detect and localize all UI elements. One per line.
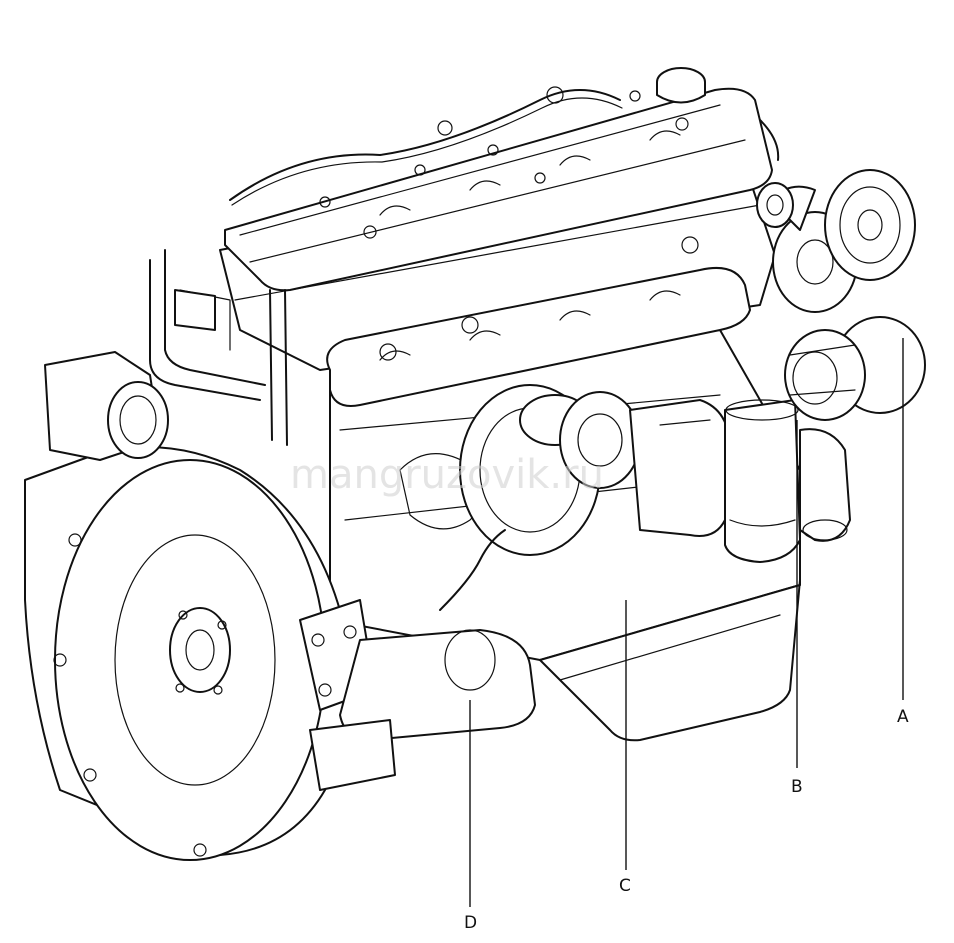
alternator bbox=[784, 316, 926, 421]
callout-a: A bbox=[897, 707, 909, 727]
exhaust-manifold bbox=[326, 236, 751, 407]
watermark: mangruzovik.ru bbox=[290, 452, 604, 498]
flywheel-housing bbox=[24, 446, 349, 861]
starter-motor bbox=[299, 529, 536, 791]
callout-b: B bbox=[791, 777, 803, 797]
cover-bolts bbox=[319, 90, 689, 239]
callout-d: D bbox=[464, 913, 477, 933]
water-outlet bbox=[799, 428, 851, 542]
fan-pulley bbox=[824, 169, 916, 281]
oil-filter bbox=[724, 399, 801, 563]
wiring-harness bbox=[229, 86, 780, 206]
oil-sump bbox=[539, 579, 801, 742]
fuel-lines bbox=[149, 249, 288, 446]
callout-c: C bbox=[619, 876, 631, 896]
oil-filler-cap bbox=[656, 67, 706, 104]
rocker-cover bbox=[224, 87, 773, 292]
turbocharger bbox=[459, 384, 731, 556]
rear-cover bbox=[44, 351, 169, 461]
